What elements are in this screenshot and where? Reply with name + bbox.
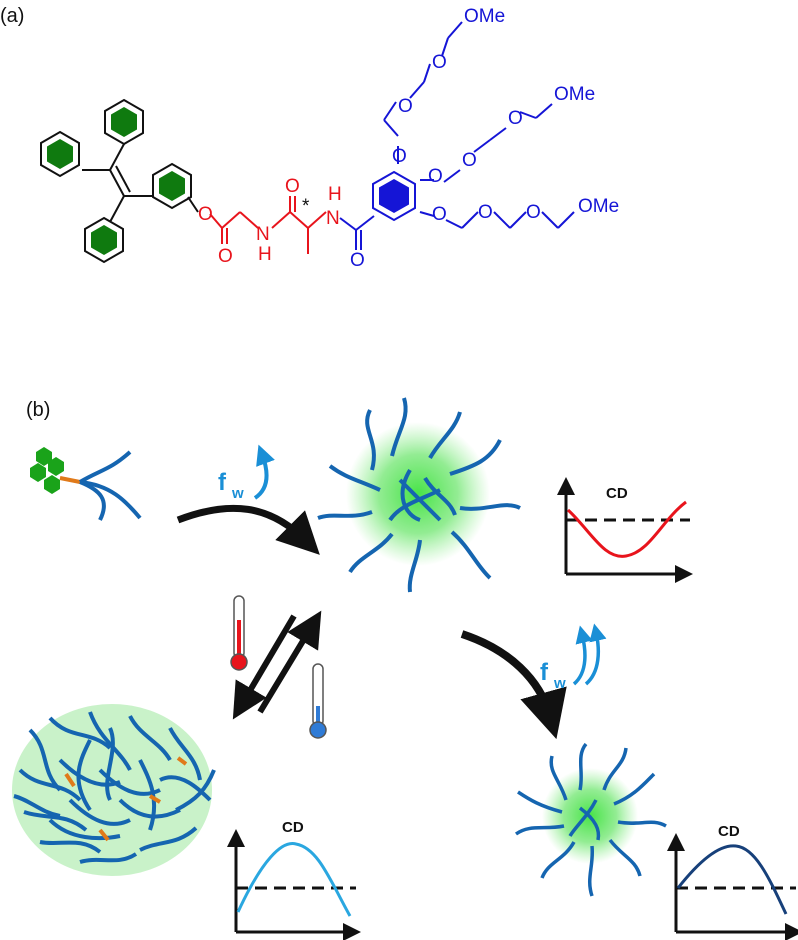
chiral-star: * [302,196,310,217]
carbonyl-oxygen-1: O [218,246,233,267]
thermometer-cold-icon [309,663,327,739]
linker-red-bonds [209,196,327,254]
tpe-phenyl-rings [40,98,192,264]
fw-sub-2: w [553,675,566,692]
tpe-core [82,143,152,223]
ether-o-7: O [432,204,447,225]
ome-bottom: OMe [578,196,619,217]
cd-label-1: CD [606,485,628,502]
cd-label-2: CD [718,823,740,840]
ether-o-4: O [428,166,443,187]
micelle-small [514,742,667,897]
ether-o-8: O [478,202,493,223]
single-molecule [30,447,142,521]
assembly-arrow-1 [176,504,320,555]
cd-plot-3: CD [227,819,361,940]
fw-indicator-1: f w [218,444,275,502]
amide-h-2: H [328,184,342,205]
assembly-arrow-2 [460,630,567,740]
panel-b-label: (b) [26,399,50,421]
ether-o-2: O [398,96,413,117]
gallate-bonds [339,21,575,250]
equilibrium-arrows [232,610,322,720]
linker-red-atoms: O O N H O * N H [198,176,342,267]
amide-h-1: H [258,244,272,265]
amide-n-1: N [256,224,270,245]
ether-o-3: O [432,52,447,73]
ester-oxygen: O [198,204,213,225]
ether-o-5: O [462,150,477,171]
carbonyl-oxygen-2: O [285,176,300,197]
gallate-ring [372,170,416,222]
amide-carbonyl-oxygen: O [350,250,365,271]
cd-plot-1: CD [557,477,693,583]
thermometer-hot-icon [230,595,248,671]
fw-sub-1: w [231,485,244,502]
micelle-medium [317,397,521,593]
cd-label-3: CD [282,819,304,836]
cd-plot-2: CD [667,823,798,940]
ether-o-9: O [526,202,541,223]
panel-a-label: (a) [0,5,24,27]
amide-n-2: N [326,208,340,229]
fw-label-1: f [218,469,227,496]
ome-top: OMe [464,6,505,27]
fw-indicator-2: f w [540,623,607,692]
large-aggregate [12,704,216,876]
ether-o-6: O [508,108,523,129]
ether-o-1: O [392,146,407,167]
ome-middle: OMe [554,84,595,105]
fw-label-2: f [540,659,549,686]
linker-bonds [187,196,199,213]
gallate-atoms: O O O O OMe O O O OMe O O O OMe [350,6,619,271]
